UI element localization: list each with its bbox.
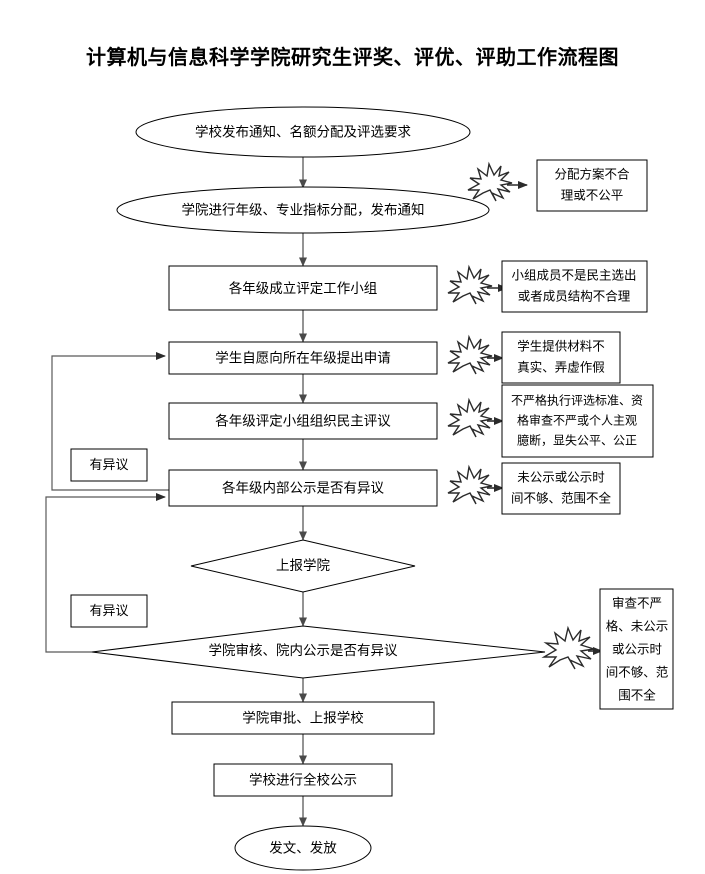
- burst-icon: [447, 334, 493, 375]
- node-n9-college-approve-report[interactable]: 学院审批、上报学校: [171, 701, 435, 735]
- node-n6-grade-internal-publicity[interactable]: 各年级内部公示是否有异议: [168, 469, 438, 507]
- risk-note-box: [501, 260, 648, 313]
- node-n3-form-evaluation-group[interactable]: 各年级成立评定工作小组: [168, 265, 438, 311]
- burst-icon: [447, 464, 493, 505]
- page-title: 计算机与信息科学学院研究生评奖、评优、评助工作流程图: [86, 45, 619, 69]
- risk-note-box: [501, 462, 621, 515]
- loop-label-box: [70, 594, 148, 628]
- node-label: 各年级成立评定工作小组: [229, 281, 378, 297]
- risk-note-box: [536, 159, 648, 212]
- loop-label-1-objection[interactable]: 有异议: [70, 448, 148, 482]
- node-shape-rect: [213, 763, 393, 797]
- burst-icon: [467, 161, 513, 202]
- risk-note-line: 理或不公平: [561, 188, 624, 203]
- risk-note-line: 不严格执行评选标准、资: [511, 393, 643, 408]
- node-label: 学院进行年级、专业指标分配，发布通知: [182, 202, 425, 219]
- risk-note-line: 或公示时: [612, 642, 663, 657]
- node-n2-college-allocates-quota[interactable]: 学院进行年级、专业指标分配，发布通知: [116, 186, 490, 234]
- risk-note-line: 真实、弄虚作假: [517, 360, 605, 375]
- risk-note-box: [501, 384, 654, 458]
- risk-note-line: 未公示或公示时: [517, 470, 605, 485]
- node-n7-report-to-college[interactable]: 上报学院: [190, 539, 416, 593]
- risk-note-line: 间不够、范: [606, 665, 669, 680]
- node-label: 发文、发放: [269, 841, 337, 857]
- burst-icon: [447, 397, 493, 438]
- edge-loop-n6-to-n4: [51, 352, 172, 491]
- loop-label-text: 有异议: [89, 458, 128, 473]
- node-n1-school-publishes-notice[interactable]: 学校发布通知、名额分配及评选要求: [135, 106, 471, 158]
- node-shape-rect: [168, 265, 438, 311]
- risk-note-box: [501, 331, 621, 384]
- node-shape-rect: [168, 341, 438, 375]
- node-label: 各年级内部公示是否有异议: [222, 481, 384, 497]
- node-label: 各年级评定小组组织民主评议: [215, 414, 391, 430]
- risk-note-line: 或者成员结构不合理: [518, 289, 631, 304]
- node-shape-ellipse: [234, 825, 372, 871]
- loop-label-text: 有异议: [89, 604, 128, 619]
- node-n5-democratic-review[interactable]: 各年级评定小组组织民主评议: [168, 402, 438, 440]
- node-shape-rect: [171, 701, 435, 735]
- node-n10-school-wide-publicity[interactable]: 学校进行全校公示: [213, 763, 393, 797]
- node-n11-issue-document-distribute[interactable]: 发文、发放: [234, 825, 372, 871]
- node-label: 学校进行全校公示: [249, 772, 357, 789]
- node-n4-student-applies[interactable]: 学生自愿向所在年级提出申请: [168, 341, 438, 375]
- risk-note-line: 围不全: [618, 688, 656, 703]
- risk-note-4-group[interactable]: 不严格执行评选标准、资 格审查不严或个人主观 臆断，显失公平、公正: [447, 384, 654, 458]
- risk-note-line: 学生提供材料不: [517, 339, 605, 354]
- risk-note-line: 格、未公示: [606, 619, 669, 634]
- node-label: 上报学院: [276, 558, 330, 574]
- risk-note-line: 臆断，显失公平、公正: [517, 433, 637, 448]
- risk-note-5-group[interactable]: 未公示或公示时 间不够、范围不全: [447, 462, 621, 515]
- risk-note-line: 审查不严: [612, 596, 662, 611]
- risk-note-6-group[interactable]: 审查不严 格、未公示 或公示时 间不够、范 围不全: [541, 588, 674, 710]
- risk-note-line: 分配方案不合: [554, 167, 630, 182]
- edge-loop-n8-to-n6: [45, 493, 166, 653]
- node-shape-diamond: [190, 539, 416, 593]
- risk-note-line: 间不够、范围不全: [511, 491, 612, 506]
- connectors: [45, 157, 307, 827]
- risk-note-line: 小组成员不是民主选出: [511, 268, 636, 283]
- node-label: 学生自愿向所在年级提出申请: [215, 351, 391, 367]
- node-label: 学院审批、上报学校: [242, 710, 364, 727]
- risk-note-line: 格审查不严或个人主观: [517, 413, 637, 428]
- loop-label-box: [70, 448, 148, 482]
- node-shape-rect: [168, 469, 438, 507]
- node-shape-ellipse: [135, 106, 471, 158]
- node-label: 学校发布通知、名额分配及评选要求: [195, 124, 411, 141]
- node-shape-diamond: [91, 625, 546, 679]
- risk-note-box: [599, 588, 674, 710]
- risk-note-3-group[interactable]: 学生提供材料不 真实、弄虚作假: [447, 331, 621, 384]
- node-label: 学院审核、院内公示是否有异议: [209, 643, 398, 659]
- node-shape-ellipse: [116, 186, 490, 234]
- burst-icon: [447, 264, 493, 305]
- node-n8-college-review-publicity[interactable]: 学院审核、院内公示是否有异议: [91, 625, 546, 679]
- burst-icon: [541, 625, 595, 670]
- loop-label-2-objection[interactable]: 有异议: [70, 594, 148, 628]
- risk-note-1-group[interactable]: 分配方案不合 理或不公平: [467, 159, 648, 212]
- risk-note-2-group[interactable]: 小组成员不是民主选出 或者成员结构不合理: [447, 260, 648, 313]
- node-shape-rect: [168, 402, 438, 440]
